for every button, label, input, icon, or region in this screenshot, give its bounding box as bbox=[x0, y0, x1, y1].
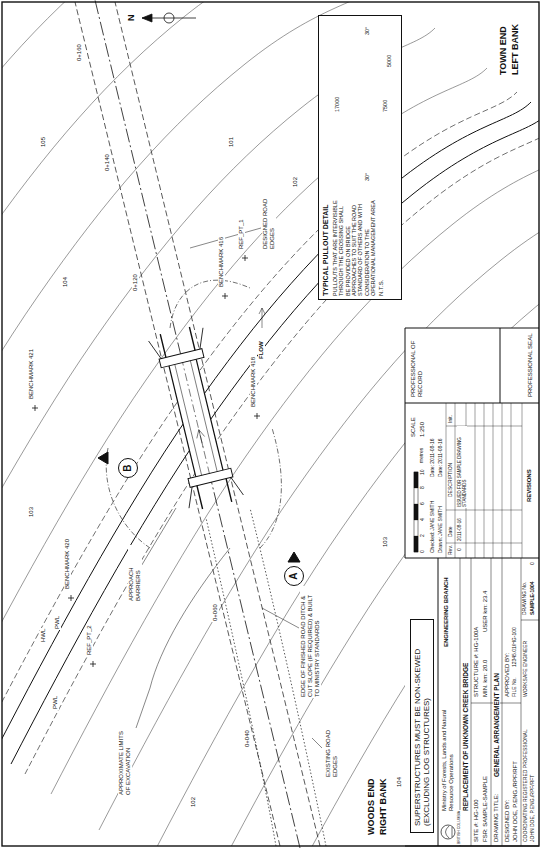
box-text: B bbox=[122, 464, 134, 471]
drawing-label: LEFT BANK bbox=[510, 23, 520, 76]
drawing-label: FLOW bbox=[258, 340, 265, 360]
drawing-label: 103 bbox=[382, 536, 389, 548]
drawing-label: 2 bbox=[420, 533, 426, 538]
drawing-label: Checked: JANE SMITH bbox=[430, 500, 436, 554]
drawing-label: 0+120 bbox=[132, 273, 139, 292]
drawing-label: 0+060 bbox=[212, 603, 219, 622]
drawing-label: 103 bbox=[28, 506, 35, 518]
drawing-label: DESIGNED BY: bbox=[504, 799, 511, 843]
drawing-label: 102 bbox=[292, 176, 299, 188]
drawing-label: 0 bbox=[457, 547, 463, 552]
drawing-label: WORKSAFE ENGINEER bbox=[523, 640, 529, 698]
drawing-label: ISSUED FOR SAMPLE DRAWING STANDARDS bbox=[457, 426, 467, 508]
drawing-label: PWL bbox=[54, 615, 61, 630]
drawing-label: 0 bbox=[420, 549, 426, 554]
drawing-label: Date bbox=[448, 525, 454, 538]
drawing-label: FSR: SAMPLE-SAMPLE bbox=[482, 775, 489, 843]
drawing-label: COORDINATING REGISTERED PROFESSIONAL bbox=[523, 728, 529, 843]
box-text: N.T.S. bbox=[378, 19, 385, 296]
drawing-label: SCALE bbox=[410, 416, 417, 438]
drawing-label: 0+140 bbox=[104, 153, 111, 172]
drawing-label: 104 bbox=[396, 776, 403, 788]
drawing-label: 5000 bbox=[386, 54, 392, 68]
drawing-label: REVISIONS bbox=[526, 468, 533, 503]
drawing-label: HWL bbox=[40, 628, 47, 643]
drawing-label: REF_PT_1 bbox=[238, 218, 245, 250]
drawing-label: FILE No. bbox=[512, 676, 518, 698]
drawing-label: STRUCTURE #: HG-100A bbox=[473, 626, 480, 698]
drawing-label: 102 bbox=[190, 796, 197, 808]
drawing-label: 17000 bbox=[334, 96, 340, 113]
drawing-label: REPLACEMENT OF UNKNOWN CREEK BRIDGE bbox=[462, 662, 469, 812]
drawing-label: DRAWING TITLE: bbox=[493, 793, 500, 843]
drawing-label: APPROXIMATE LIMITS OF EXCAVATION bbox=[118, 724, 132, 796]
drawing-label: RIGHT BANK bbox=[378, 778, 388, 837]
drawing-label: DESIGNED ROAD EDGES bbox=[262, 188, 276, 250]
drawing-label: metres bbox=[419, 447, 425, 464]
drawing-label: N bbox=[126, 14, 136, 23]
drawing-label: USER km: 23.4 bbox=[482, 590, 489, 633]
drawing-label: BRITISH COLUMBIA bbox=[457, 810, 461, 845]
drawing-label: BENCHMARK 418 bbox=[250, 356, 257, 408]
drawing-label: 4 bbox=[420, 517, 426, 522]
box-text: SUPERSTRUCTURES MUST BE NON-SKEWED (EXCL… bbox=[413, 626, 431, 826]
section-callout: A bbox=[284, 566, 304, 586]
drawing-label: PWL bbox=[52, 695, 59, 710]
drawing-label: 0+160 bbox=[76, 43, 83, 62]
drawing-label: APPROVED BY: bbox=[504, 652, 511, 698]
drawing-label: 104 bbox=[62, 276, 69, 288]
drawing-label: 30° bbox=[364, 26, 370, 36]
drawing-label: JOHN DOE, P.ENG./RPF/RFT bbox=[530, 774, 536, 843]
drawing-label: 101 bbox=[228, 136, 235, 148]
drawing-label: 12345.01/HG-100 bbox=[512, 626, 518, 668]
note-box: SUPERSTRUCTURES MUST BE NON-SKEWED (EXCL… bbox=[410, 619, 434, 833]
drawing-label: MIN. km: 20.0 bbox=[482, 659, 489, 698]
box-text: A bbox=[288, 572, 300, 579]
drawing-label: APPROACH BARRIERS bbox=[128, 545, 142, 602]
drawing-label: WOODS END bbox=[366, 777, 376, 836]
drawing-label: TOWN END bbox=[498, 25, 508, 76]
drawing-label: Drawn: JANE SMITH bbox=[438, 505, 444, 554]
drawing-label: Init. bbox=[448, 414, 454, 424]
section-callout: B bbox=[118, 458, 138, 478]
drawing-label: SAMPLE-1004 bbox=[530, 580, 536, 616]
drawing-label: Date: 2011-08-16 bbox=[438, 437, 444, 478]
drawing-label: 7500 bbox=[382, 99, 388, 113]
drawing-label: 2011-08-16 bbox=[457, 517, 462, 542]
drawing-label: DESCRIPTION bbox=[448, 462, 454, 498]
drawing-label: BENCHMARK 421 bbox=[28, 348, 35, 400]
drawing-label: REF_PT_2 bbox=[86, 624, 93, 656]
drawing-label: ENGINEERING BRANCH bbox=[443, 561, 450, 648]
drawing-label: BENCHMARK 420 bbox=[64, 538, 71, 590]
drawing-label: SITE #: HG-100 bbox=[473, 798, 480, 843]
drawing-label: 0+040 bbox=[244, 729, 251, 748]
drawing-label: EXISTING ROAD EDGES bbox=[325, 721, 339, 778]
drawing-label: 0 bbox=[530, 561, 536, 566]
drawing-label: 6 bbox=[420, 501, 426, 506]
drawing-label: Date: 2011-08-16 bbox=[430, 437, 436, 478]
drawing-label: 1:250 bbox=[419, 421, 426, 438]
drawing-label: 30° bbox=[364, 172, 370, 182]
drawing-label: PROFESSIONAL OF RECORD bbox=[410, 330, 424, 398]
drawing-label: BENCHMARK 416 bbox=[218, 236, 225, 288]
drawing-label: 8 bbox=[420, 485, 426, 490]
drawing-label: GENERAL ARRANGEMENT PLAN bbox=[493, 672, 500, 778]
box-text: PULLOUTS THAT ARE INTERVISIBLE THROUGH T… bbox=[332, 200, 376, 296]
drawing-label: 105 bbox=[40, 136, 47, 148]
drawing-label: EDGE OF FINISHED ROAD DITCH & CUT SLOPE … bbox=[300, 586, 321, 698]
drawing-label: PROFESSIONAL SEAL bbox=[527, 333, 534, 398]
drawing-label: Rev. bbox=[448, 544, 454, 556]
drawing-label: Ministry of Forests, Lands and Natural R… bbox=[441, 685, 455, 812]
drawing-label: JOHN DOE, P.ENG./RPF/RFT bbox=[512, 760, 519, 843]
box-heading: TYPICAL PULLOUT DETAIL bbox=[322, 186, 330, 296]
drawing-label: DRAWING No. bbox=[522, 581, 528, 616]
drawing-label: 10 bbox=[420, 468, 426, 476]
